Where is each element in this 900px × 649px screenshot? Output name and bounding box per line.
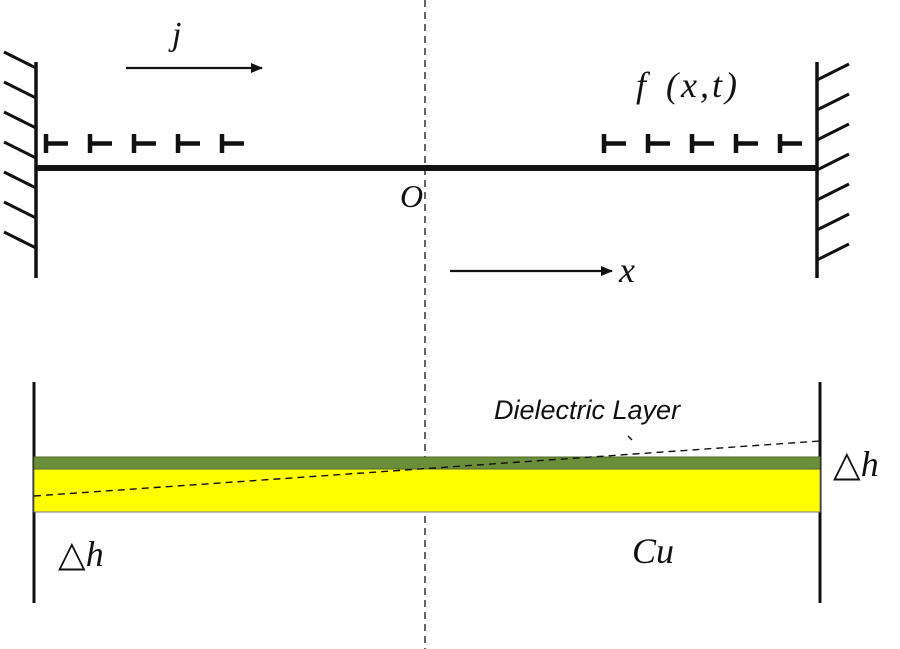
right-thickness-label: △h [833,444,879,484]
force-label: f (x,t) [636,65,740,105]
dielectric-pointer [627,435,633,441]
copper-label: Cu [632,531,674,571]
left-delta-var: h [86,534,104,574]
left-thickness-label: △h [58,534,104,574]
x-axis-label: x [618,250,635,290]
force-symbol: f [636,65,651,105]
right-delta-symbol: △ [833,444,861,484]
dielectric-layer-label: Dielectric Layer [494,395,681,425]
right-distributed-load [601,134,802,153]
force-arguments: (x,t) [666,65,740,105]
current-label: j [168,16,181,53]
copper-layer [33,468,821,513]
layer-panel: Dielectric Layer △h △h Cu [32,382,879,603]
right-delta-var: h [861,444,879,484]
left-fixed-support [3,50,38,278]
origin-label: O [400,178,423,214]
beam-panel: j f (x,t) O x [3,16,850,290]
dielectric-layer [33,456,821,470]
left-distributed-load [43,134,244,153]
right-fixed-support [815,62,850,278]
left-delta-symbol: △ [58,534,86,574]
